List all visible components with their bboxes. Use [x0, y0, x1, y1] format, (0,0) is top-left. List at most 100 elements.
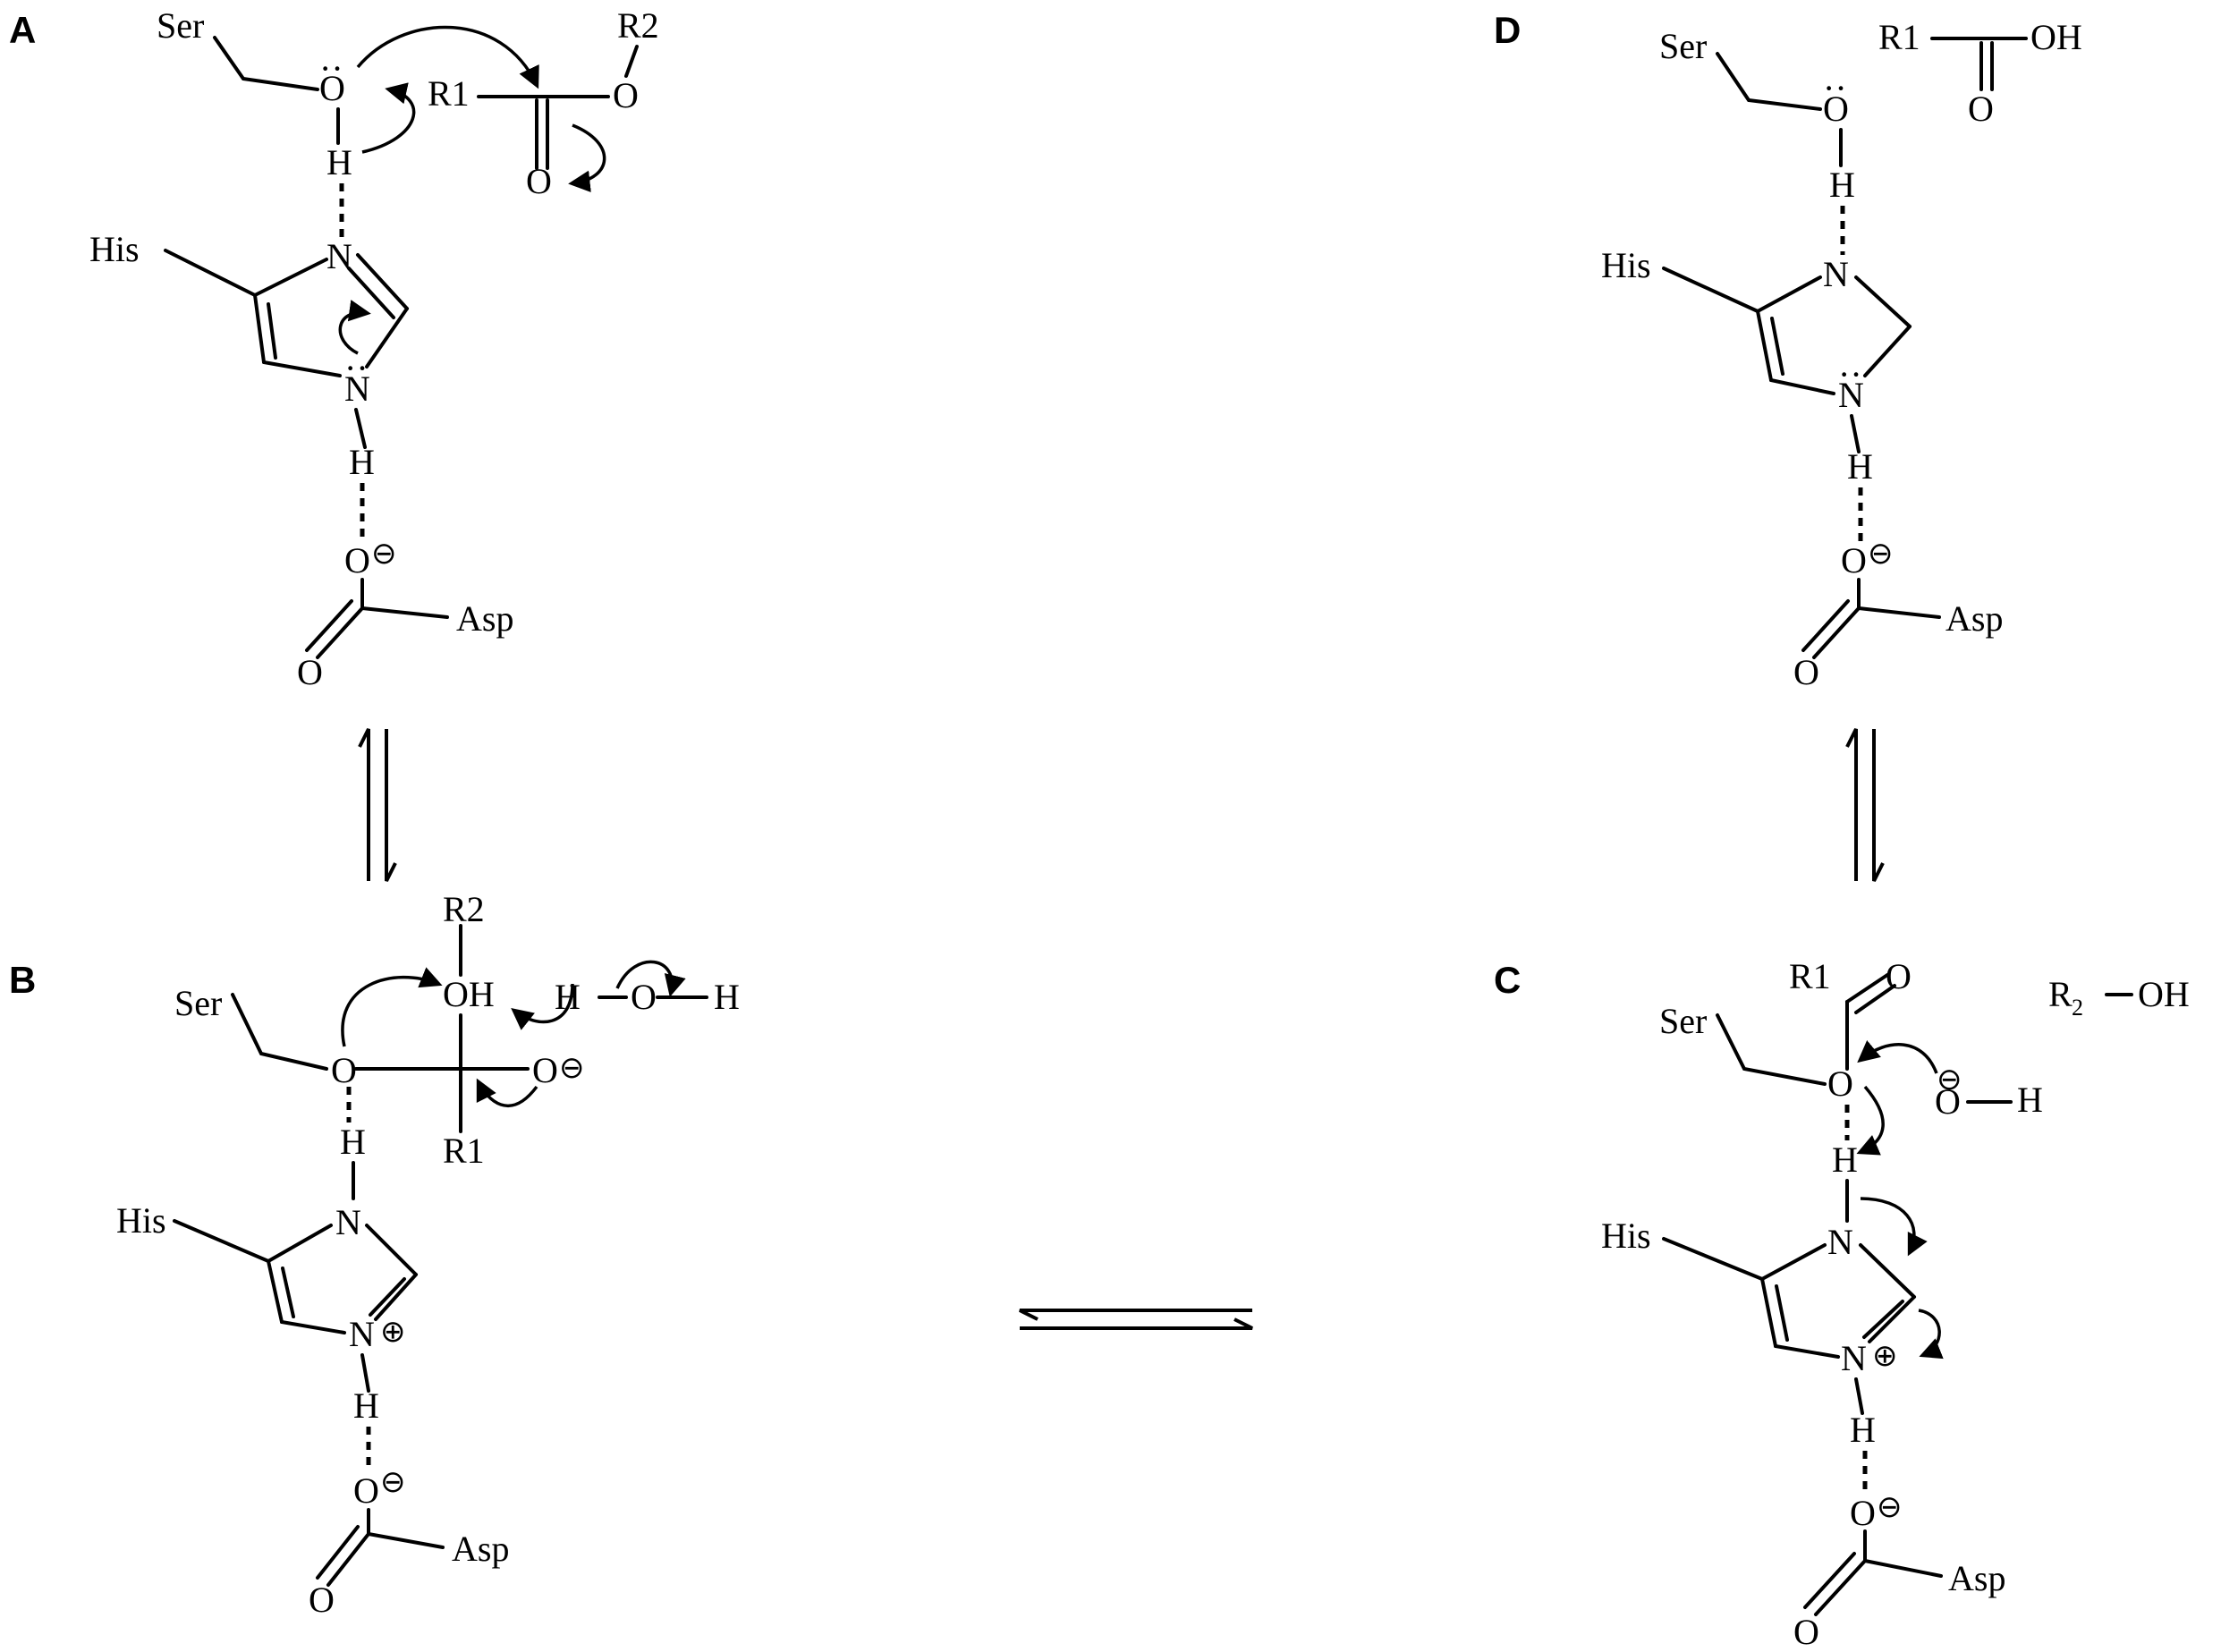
c-asp-bond: [360, 606, 449, 619]
ring-bond: [1854, 275, 1912, 328]
his-ch2-bond: [1662, 1237, 1764, 1281]
r1-group: R1: [443, 1131, 485, 1171]
r2-group: R2: [617, 5, 659, 46]
c-asp-bond: [1863, 1559, 1943, 1578]
asp-label: Asp: [456, 598, 513, 639]
carbonyl-double-2: [1803, 1552, 1856, 1609]
panel-a: A Ser O R1 R2 O O H His N N H O Asp O ··…: [9, 5, 659, 692]
carbonyl-double-1: [1814, 1559, 1867, 1616]
curly-arrow: [615, 960, 686, 997]
imidazole-n1: N: [1827, 1222, 1853, 1262]
n-h-bond: [360, 1353, 370, 1393]
ring-bond: [1769, 378, 1835, 395]
c-o-double-1: [1845, 973, 1889, 1004]
ring-bond: [253, 293, 266, 364]
his-label: His: [116, 1200, 166, 1241]
imidazole-n2: N: [349, 1314, 375, 1354]
ring-bond: [280, 1320, 346, 1334]
equilibrium-arrow-up: [1845, 728, 1858, 881]
carbonyl-double-2: [316, 1525, 360, 1580]
minus-charge: ⊖: [1868, 538, 1894, 571]
ring-bond: [1756, 275, 1822, 313]
his-label: His: [1601, 1216, 1651, 1256]
ring-bond: [1868, 1295, 1916, 1343]
r2-subscript: 2: [2072, 995, 2083, 1021]
ring-double-bond: [281, 1267, 295, 1318]
curly-arrow: [568, 123, 606, 192]
equilibrium-arrow-left: [1019, 1309, 1252, 1321]
ser-ch2-bond: [231, 993, 328, 1071]
aspartate-carbonyl-oxygen: O: [309, 1580, 335, 1620]
ring-bond: [347, 267, 395, 319]
imidazole-n2: N: [1838, 375, 1864, 415]
curly-arrow: [1918, 1309, 1944, 1360]
carboxylic-oh: OH: [2030, 17, 2082, 57]
panel-d: D Ser R1 OH O O H His N N H O Asp O ·· ·…: [1494, 9, 2082, 692]
his-ch2-bond: [1662, 267, 1759, 313]
water-oxygen: O: [631, 977, 657, 1017]
n-h-bond: [1854, 1377, 1864, 1415]
c-asp-bond: [1857, 606, 1941, 619]
ser-label: Ser: [1659, 26, 1707, 66]
serine-oxygen: O: [1827, 1063, 1853, 1104]
lone-pair: ··: [1823, 68, 1847, 108]
ring-bond: [267, 1259, 284, 1324]
imidazole-hydrogen: H: [1847, 446, 1873, 487]
aspartate-oxygen: O: [353, 1470, 379, 1511]
imidazole-n1: N: [1823, 254, 1849, 294]
lone-pair: ··: [344, 348, 369, 388]
leaving-group-oh: OH: [443, 974, 495, 1014]
ring-bond: [1863, 325, 1912, 377]
c-o-double-2: [1854, 984, 1896, 1014]
curly-arrow: [361, 82, 416, 154]
carbonyl-double-2: [305, 599, 353, 652]
hydroxide-hydrogen: H: [2017, 1080, 2043, 1120]
o-r2-bond: [624, 45, 639, 78]
curly-arrow: [1857, 1040, 1938, 1074]
ring-bond: [1760, 1277, 1777, 1348]
curly-arrow: [356, 25, 539, 89]
serine-hydrogen: H: [1829, 165, 1855, 205]
panel-label-d: D: [1494, 9, 1521, 51]
ser-label: Ser: [1659, 1001, 1707, 1041]
panel-b: B R2 Ser OH H O H O O H R1 His N N H O A…: [9, 889, 740, 1620]
imidazole-hydrogen: H: [1850, 1410, 1876, 1450]
ring-bond: [1774, 1344, 1840, 1359]
his-ch2-bond: [173, 1219, 270, 1263]
ser-ch2-bond: [1716, 52, 1822, 111]
his-label: His: [1601, 245, 1651, 285]
ser-label: Ser: [174, 983, 222, 1023]
curly-arrow: [1860, 1197, 1928, 1257]
plus-charge: ⊕: [380, 1316, 406, 1349]
aspartate-oxygen: O: [1841, 540, 1867, 580]
plus-charge: ⊕: [1872, 1340, 1898, 1373]
ring-double-bond: [267, 302, 277, 360]
serine-hydrogen: H: [340, 1122, 366, 1162]
ester-oxygen: O: [613, 75, 639, 115]
n-h-bond: [354, 408, 367, 449]
his-label: His: [89, 229, 140, 269]
carboxylic-carbonyl-oxygen: O: [1968, 89, 1994, 129]
imidazole-n2: N: [344, 369, 370, 409]
equilibrium-arrow-vertical-left: [358, 728, 397, 882]
panel-label-a: A: [9, 9, 36, 51]
equilibrium-arrow-down: [1872, 729, 1885, 882]
panel-label-c: C: [1494, 959, 1521, 1001]
n-h-bond: [1850, 414, 1861, 453]
serine-hydrogen: H: [326, 142, 352, 182]
ring-bond: [365, 1224, 418, 1276]
asp-label: Asp: [1945, 598, 2003, 639]
ring-bond: [1756, 309, 1773, 382]
asp-label: Asp: [1948, 1558, 2005, 1598]
oxyanion: O: [532, 1050, 558, 1090]
water-hydrogen-2: H: [714, 977, 740, 1017]
aspartate-oxygen: O: [1850, 1493, 1876, 1533]
imidazole-n2: N: [1841, 1338, 1867, 1378]
equilibrium-arrow-right: [1020, 1317, 1253, 1330]
equilibrium-arrow-up: [358, 728, 370, 881]
alcohol-oh: OH: [2138, 974, 2190, 1014]
equilibrium-arrow-vertical-right: [1845, 728, 1885, 882]
ring-double-bond: [1862, 1300, 1904, 1339]
ring-bond: [253, 258, 328, 297]
